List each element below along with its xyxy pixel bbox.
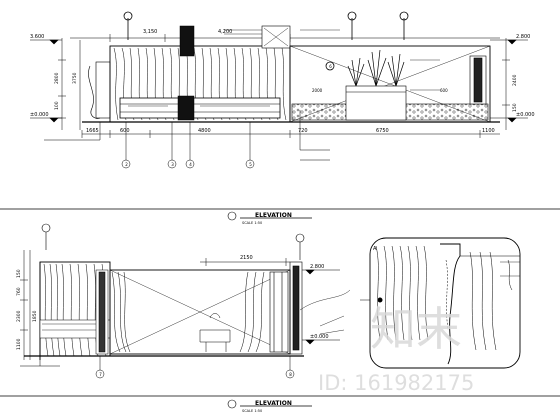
upper-marker-3: 3: [171, 162, 174, 167]
upper-left-level-1: 3.600: [30, 34, 44, 40]
upper-right-level-marks: [490, 39, 528, 123]
upper-top-dim-1: 3,150: [143, 29, 157, 35]
lower-marker-8: 8: [289, 372, 292, 377]
upper-bdim-3: 4800: [198, 128, 211, 134]
lower-level-1: 2.800: [310, 264, 324, 270]
upper-text: 3,150 4,200 3.600 ±0.000 2.800 ±0.000 28…: [30, 29, 535, 167]
upper-vdim-1: 2800: [54, 72, 60, 84]
upper-elevation: [30, 11, 528, 169]
upper-right-vertical-dims: [502, 38, 510, 130]
upper-left-level-marks: [30, 39, 62, 123]
upper-top-markers: [123, 11, 409, 71]
lower-ldim-2: 760: [16, 287, 22, 296]
detail-label: A: [373, 246, 377, 252]
lower-bottom-leaders: [20, 356, 295, 379]
upper-planter-area: [289, 45, 491, 123]
watermark-logo-text: 知末: [370, 302, 462, 356]
lower-ldim-4: 1850: [32, 310, 38, 322]
upper-inner-mark-1: 2000: [312, 88, 323, 93]
upper-scale: SCALE 1:50: [242, 221, 262, 225]
upper-vdim-3: 2400: [512, 74, 518, 86]
upper-right-level-1: 2.800: [516, 34, 530, 40]
upper-bdim-4: 720: [298, 128, 308, 134]
upper-vdim-4: 100: [54, 101, 60, 110]
upper-bdim-5: 6750: [376, 128, 389, 134]
lower-scale: SCALE 1:50: [242, 409, 262, 413]
watermark-id-text: ID: 161982175: [318, 371, 474, 395]
upper-bdim-2: 600: [120, 128, 130, 134]
watermark: 知末 ID: 161982175: [318, 302, 474, 395]
upper-marker-5: 5: [249, 162, 252, 167]
lower-ldim-3: 2300: [16, 310, 22, 322]
lower-level-2: ±0.000: [310, 334, 329, 340]
upper-marker-6: 6: [329, 64, 332, 69]
lower-title: ELEVATION: [255, 400, 292, 407]
lower-room: [109, 269, 291, 355]
upper-marker-4: 4: [189, 162, 192, 167]
upper-top-dim-2: 4,200: [218, 29, 232, 35]
upper-left-level-2: ±0.000: [30, 112, 49, 118]
lower-elevation: [20, 223, 351, 379]
upper-vdim-5: 150: [512, 103, 518, 112]
lower-left-strip: [20, 250, 111, 360]
upper-bdim-6: 1100: [482, 128, 495, 134]
lower-marker-7: 7: [99, 372, 102, 377]
upper-left-vertical-dims: [58, 38, 81, 130]
lower-top-markers: [41, 223, 305, 260]
upper-wood-wall: [88, 25, 291, 123]
lower-text: 2150 2.800 ±0.000 150 760 2300 1850 1100…: [16, 255, 329, 377]
upper-bottom-leaders: [44, 110, 330, 169]
lower-top-dim-1: 2150: [240, 255, 253, 261]
upper-note-leaders: [224, 29, 440, 91]
lower-ldim-5: 1100: [16, 338, 22, 350]
lower-title-block: ELEVATION SCALE 1:50: [0, 395, 560, 413]
upper-title-block: ELEVATION SCALE 1:50: [0, 208, 560, 225]
upper-bottom-dim-line: [81, 130, 500, 138]
upper-marker-2: 2: [125, 162, 128, 167]
upper-title: ELEVATION: [255, 212, 292, 219]
lower-ldim-1: 150: [16, 269, 22, 278]
upper-vdim-2: 3750: [72, 72, 78, 84]
upper-bdim-1: 1665: [86, 128, 99, 134]
lower-right-panel: [289, 261, 351, 355]
detail-callout: [360, 237, 521, 369]
upper-right-level-2: ±0.000: [516, 112, 535, 118]
lower-top-dim: [200, 258, 290, 266]
upper-inner-mark-2: 600: [440, 88, 448, 93]
